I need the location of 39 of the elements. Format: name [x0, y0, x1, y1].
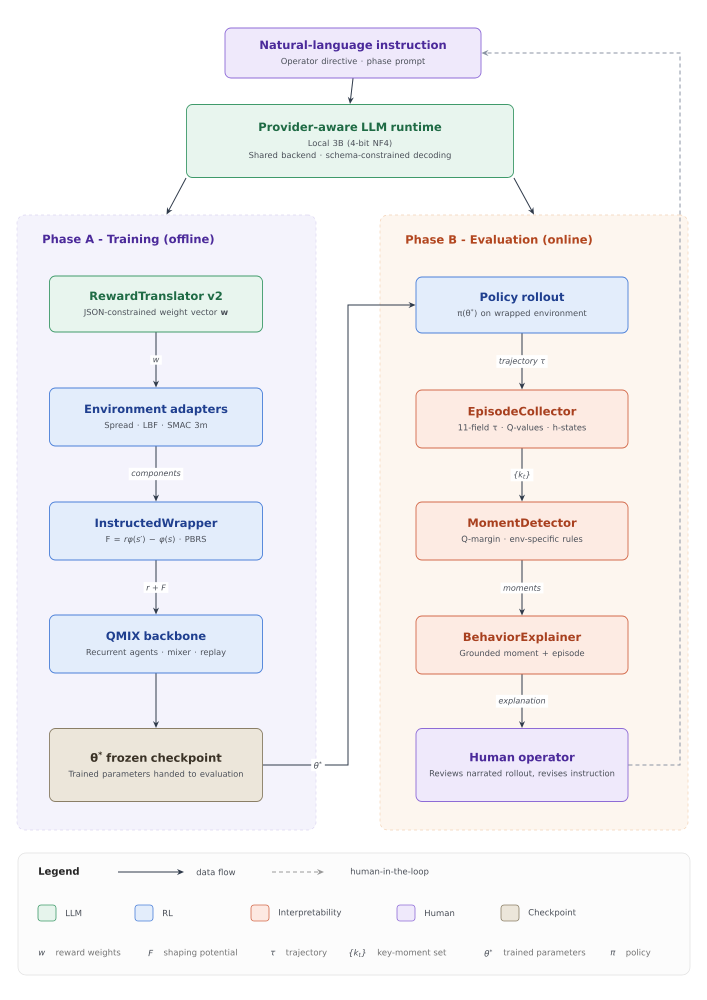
- process-box: Provider-aware LLM runtime Local 3B (4-bit NF4) Shared backend · schema-constrained decoding: [186, 104, 514, 178]
- symbol-meaning: shaping potential: [164, 948, 237, 958]
- symbol: w: [38, 950, 46, 956]
- edge-label: explanation: [496, 694, 548, 708]
- edge-label: {k$_{t}$}: [510, 468, 534, 482]
- symbol-meaning: policy: [626, 948, 650, 958]
- process-box: Environment adapters Spread · LBF · SMAC 3m: [49, 388, 263, 446]
- legend-title: Legend: [39, 867, 79, 877]
- process-box: QMIX backbone Recurrent agents · mixer · replay: [49, 614, 263, 674]
- legend-label: RL: [163, 910, 173, 916]
- symbol: π: [610, 950, 616, 956]
- symbol-meaning: reward weights: [56, 948, 120, 958]
- process-box: BehaviorExplainer Grounded moment + episode: [416, 616, 628, 674]
- legend-label: Human: [425, 910, 454, 916]
- legend-label: data flow: [196, 868, 236, 876]
- edge-label: moments: [500, 582, 544, 594]
- process-box: θ$^{*}$ frozen checkpoint Trained parameters handed to evaluation: [49, 728, 263, 802]
- process-box: Natural-language instruction Operator directive · phase prompt: [224, 28, 482, 78]
- symbol: {k$_{t}$}: [349, 949, 366, 957]
- symbol-meaning: key-moment set: [378, 948, 446, 958]
- symbol: F: [148, 950, 154, 956]
- edge-label: trajectory τ: [496, 355, 548, 368]
- symbol-meaning: trained parameters: [504, 948, 586, 958]
- legend-label: Checkpoint: [528, 908, 576, 918]
- process-box: EpisodeCollector 11-field τ · Q-values · h-states: [416, 390, 628, 448]
- edge-label: r + F: [144, 582, 168, 593]
- symbol: τ: [270, 950, 276, 956]
- process-box: InstructedWrapper F = rφ(s′) − φ(s) · PBRS: [49, 502, 263, 560]
- symbol-meaning: trajectory: [286, 948, 327, 958]
- edge-label: θ$^{*}$: [311, 758, 325, 772]
- process-box: Human operator Reviews narrated rollout, revises instruction: [416, 728, 628, 802]
- process-box: MomentDetector Q-margin · env-specific rules: [416, 502, 628, 560]
- legend-label: LLM: [66, 910, 82, 916]
- legend-label: human-in-the-loop: [350, 868, 428, 876]
- symbol: θ$^{*}$: [484, 949, 492, 957]
- process-box: Policy rollout π(θ$^{*}$) on wrapped environment: [416, 276, 628, 334]
- process-box: RewardTranslator v2 JSON-constrained weight vector w: [49, 276, 263, 332]
- legend-label: Interpretability: [279, 908, 342, 918]
- edge-label: components: [128, 468, 184, 480]
